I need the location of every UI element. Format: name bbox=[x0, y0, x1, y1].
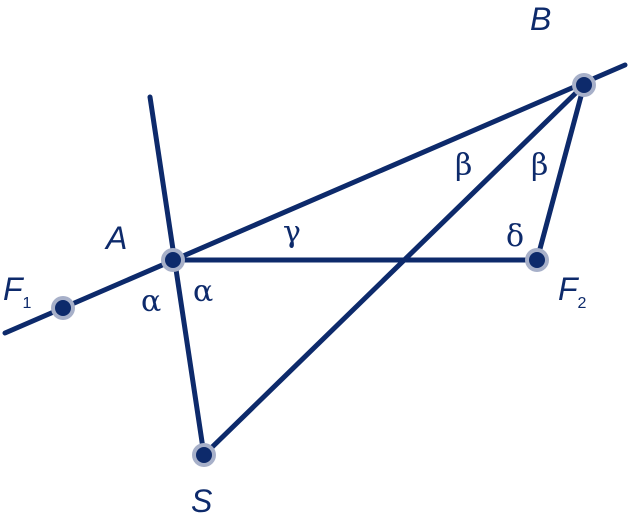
label-f2-subscript: 2 bbox=[578, 295, 587, 312]
angle-beta-left: β bbox=[455, 148, 472, 183]
point-f1 bbox=[51, 296, 75, 320]
line-f1-b bbox=[2, 62, 628, 336]
angle-delta: δ bbox=[506, 219, 524, 254]
point-f2 bbox=[525, 248, 549, 272]
label-b: B bbox=[530, 1, 551, 37]
line-a-s bbox=[147, 94, 207, 458]
segment-s-b bbox=[201, 82, 587, 458]
angle-alpha-right: α bbox=[193, 274, 213, 309]
label-f1: F1 bbox=[3, 271, 32, 312]
point-s bbox=[192, 443, 216, 467]
angle-alpha-left: α bbox=[141, 284, 161, 319]
label-f1-subscript: 1 bbox=[23, 295, 32, 312]
label-s: S bbox=[191, 483, 212, 518]
angle-beta-right: β bbox=[531, 148, 548, 183]
label-f2: F2 bbox=[558, 271, 587, 312]
point-b bbox=[572, 73, 596, 97]
segment-b-f2 bbox=[534, 82, 587, 263]
label-a: A bbox=[104, 220, 127, 256]
angle-gamma: γ bbox=[283, 215, 301, 250]
point-a bbox=[161, 248, 185, 272]
